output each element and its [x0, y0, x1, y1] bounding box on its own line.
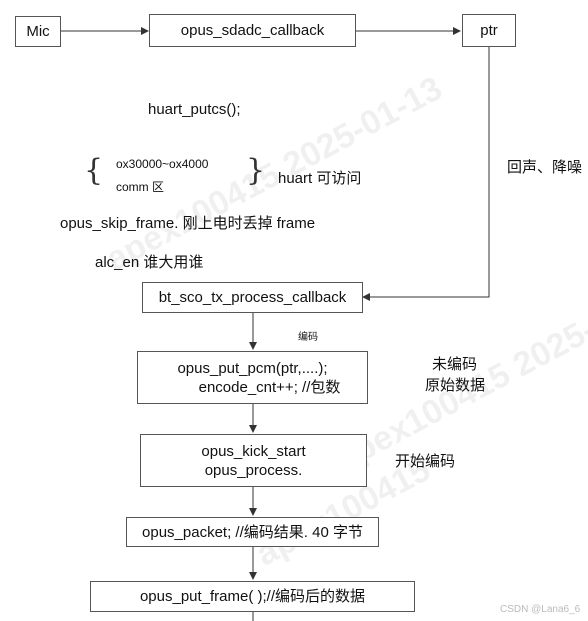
- kick-line2: opus_process.: [204, 461, 303, 479]
- skip-frame-note: opus_skip_frame. 刚上电时丢掉 frame: [60, 215, 316, 232]
- brace-left: {: [84, 153, 104, 188]
- put-pcm-line1: opus_put_pcm(ptr,....);: [177, 359, 328, 377]
- encode-note: 编码: [298, 332, 318, 343]
- addr-range-note: ox30000~ox4000: [116, 157, 209, 171]
- alc-en-note: alc_en 谁大用谁: [95, 254, 204, 271]
- ptr-node: ptr: [462, 14, 516, 47]
- csdn-credit: CSDN @Lana6_6: [500, 604, 581, 615]
- packet-node: opus_packet; //编码结果. 40 字节: [126, 517, 379, 547]
- huart-access-note: huart 可访问: [278, 170, 362, 187]
- start-encode-note: 开始编码: [395, 453, 456, 470]
- brace-right: }: [246, 153, 266, 188]
- put-pcm-line2: encode_cnt++; //包数: [198, 378, 341, 396]
- kick-line1: opus_kick_start: [201, 442, 306, 460]
- huart-putcs-note: huart_putcs();: [148, 101, 241, 118]
- unencoded-note: 未编码: [432, 356, 478, 373]
- sdadc-callback-node: opus_sdadc_callback: [149, 14, 356, 47]
- arrow-ptr-to-sco: [362, 47, 490, 301]
- put-pcm-node: opus_put_pcm(ptr,....); encode_cnt++; //…: [137, 351, 368, 404]
- kick-start-node: opus_kick_start opus_process.: [140, 434, 367, 487]
- put-frame-node: opus_put_frame( );//编码后的数据: [90, 581, 415, 612]
- sco-tx-callback-node: bt_sco_tx_process_callback: [142, 282, 363, 313]
- comm-area-note: comm 区: [116, 180, 165, 194]
- raw-data-note: 原始数据: [425, 377, 486, 394]
- echo-noise-note: 回声、降噪: [507, 159, 583, 176]
- mic-node: Mic: [15, 16, 61, 47]
